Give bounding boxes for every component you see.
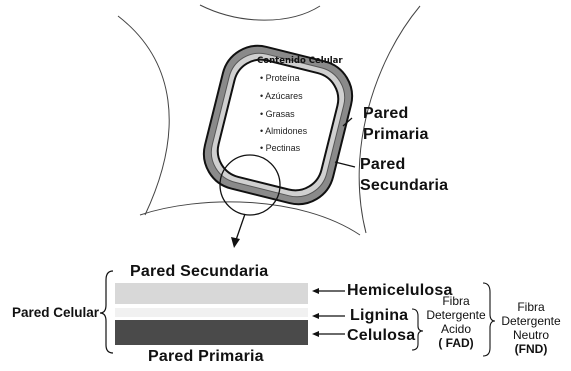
- fad-abbreviation: ( FAD): [425, 336, 487, 350]
- cell-boundary-bottom: [140, 202, 360, 235]
- layer-bottom-label: Pared Primaria: [148, 349, 264, 365]
- layer-top-label: Pared Secundaria: [130, 264, 268, 280]
- cellulose-layer: [115, 320, 308, 345]
- wall-label: Pared Celular: [12, 306, 99, 320]
- cell-boundary-left: [118, 16, 169, 215]
- lignin-label: Lignina: [350, 308, 408, 324]
- cell-boundary-top: [200, 5, 320, 20]
- fnd-description: Fibra Detergente Neutro (FND): [498, 300, 564, 357]
- hemicellulose-arrowhead: [312, 288, 319, 294]
- hemicellulose-layer: [115, 283, 308, 304]
- fad-description: Fibra Detergente Acido ( FAD): [425, 294, 487, 351]
- cell-content-starches: • Almidones: [260, 127, 307, 136]
- cell-contents-title: Contenido Celular: [257, 57, 343, 66]
- fad-line-1: Fibra: [425, 294, 487, 308]
- zoom-arrow-line: [236, 214, 245, 240]
- secondary-wall-pointer: [335, 162, 355, 167]
- cell-content-sugars: • Azúcares: [260, 92, 303, 101]
- lignin-layer: [115, 308, 308, 317]
- cell-content-fats: • Grasas: [260, 110, 295, 119]
- cell-content-protein: • Proteína: [260, 74, 300, 83]
- zoom-arrow-head: [231, 237, 240, 248]
- secondary-wall-label-line1: Pared: [360, 157, 405, 173]
- secondary-wall-label-line2: Secundaria: [360, 178, 448, 194]
- wall-brace: [100, 271, 113, 353]
- fnd-line-3: Neutro: [498, 328, 564, 342]
- lignin-arrowhead: [312, 313, 319, 319]
- cellulose-label: Celulosa: [347, 328, 415, 344]
- fnd-abbreviation: (FND): [498, 342, 564, 356]
- fnd-line-1: Fibra: [498, 300, 564, 314]
- primary-wall-label-line2: Primaria: [363, 127, 429, 143]
- cell-content-pectins: • Pectinas: [260, 144, 300, 153]
- fad-line-2: Detergente: [425, 308, 487, 322]
- cellulose-arrowhead: [312, 331, 319, 337]
- fad-line-3: Acido: [425, 322, 487, 336]
- fnd-line-2: Detergente: [498, 314, 564, 328]
- primary-wall-label-line1: Pared: [363, 106, 408, 122]
